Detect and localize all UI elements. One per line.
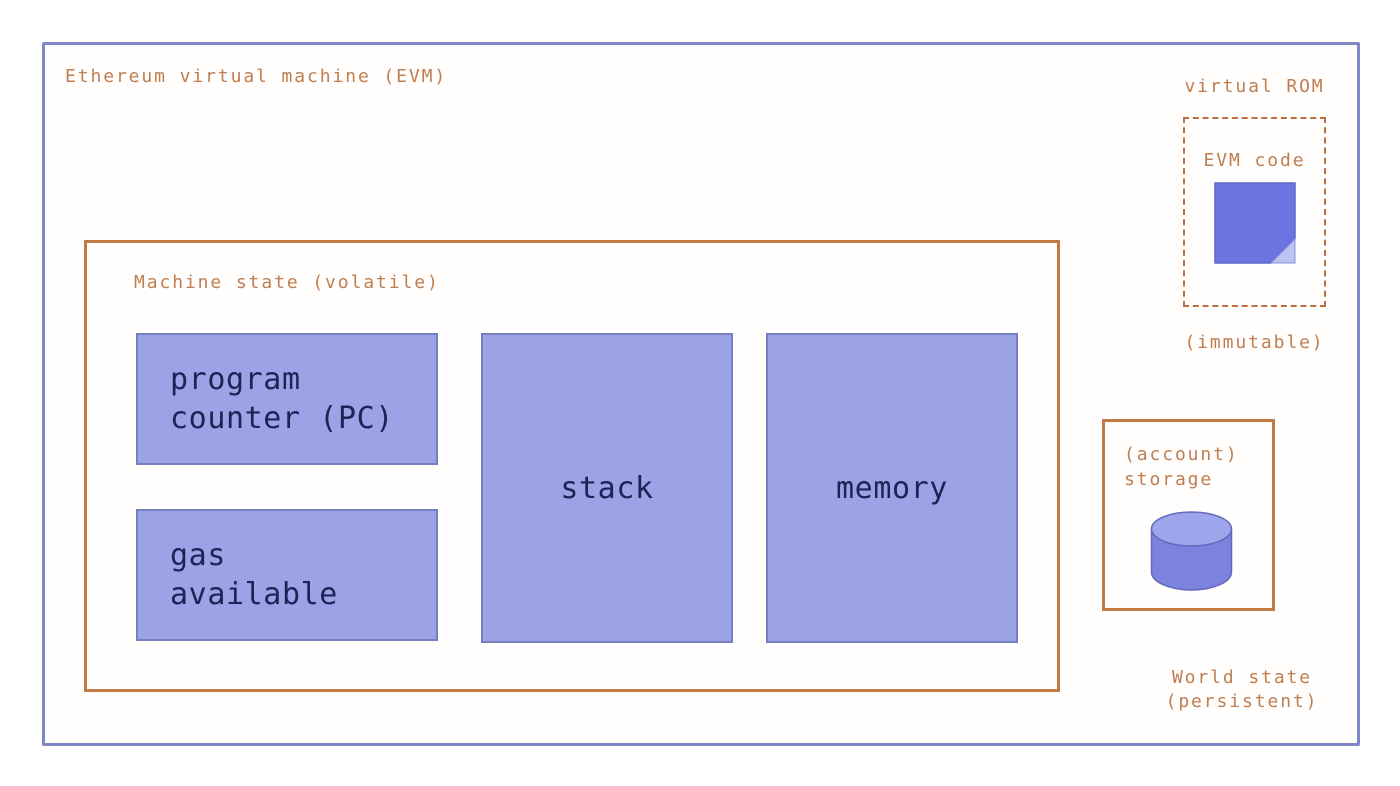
stack-label: stack — [560, 470, 654, 506]
gas-available-label-line1: gas — [170, 538, 226, 573]
evm-boundary-box: Ethereum virtual machine (EVM) Machine s… — [42, 42, 1360, 746]
memory-label: memory — [836, 470, 948, 506]
account-storage-box: (account) storage — [1102, 419, 1275, 611]
diagram-title: Ethereum virtual machine (EVM) — [65, 66, 448, 87]
program-counter-label-line1: program — [170, 362, 301, 397]
machine-state-label: Machine state (volatile) — [134, 272, 440, 293]
world-state-caption-line1: World state — [1171, 667, 1313, 688]
world-state-caption: World state (persistent) — [1110, 666, 1374, 714]
evm-code-label: EVM code — [1203, 150, 1306, 171]
virtual-rom-label: virtual ROM — [1184, 76, 1325, 97]
machine-state-box: Machine state (volatile) program counter… — [84, 240, 1060, 692]
program-counter-box: program counter (PC) — [136, 333, 438, 465]
program-counter-label-line2: counter (PC) — [170, 401, 394, 436]
memory-box: memory — [766, 333, 1018, 643]
world-state-caption-line2: (persistent) — [1165, 691, 1319, 712]
stack-box: stack — [481, 333, 733, 643]
account-storage-label-line2: storage — [1124, 469, 1214, 490]
page-with-folded-corner-icon — [1213, 182, 1296, 264]
immutable-caption: (immutable) — [1184, 332, 1325, 353]
gas-available-label-line2: available — [170, 577, 338, 612]
virtual-rom-box: EVM code — [1183, 117, 1326, 307]
account-storage-label: (account) storage — [1124, 442, 1239, 492]
gas-available-box: gas available — [136, 509, 438, 641]
database-cylinder-icon — [1150, 511, 1233, 591]
account-storage-label-line1: (account) — [1124, 444, 1239, 465]
